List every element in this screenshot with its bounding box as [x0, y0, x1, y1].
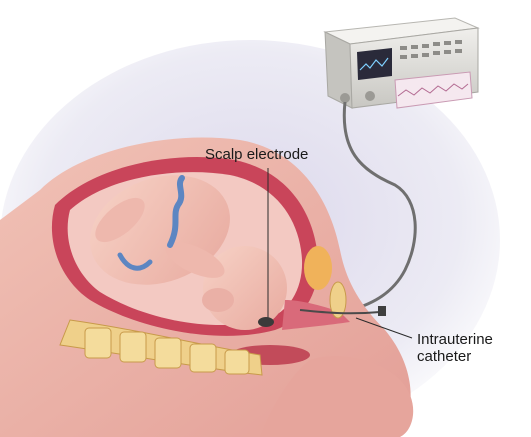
- scalp-electrode-label: Scalp electrode: [205, 146, 308, 163]
- scalp-electrode: [258, 317, 274, 327]
- fetal-monitor: [325, 18, 478, 108]
- catheter-connector: [378, 306, 386, 316]
- connector-left: [340, 93, 350, 103]
- monitor-screen: [357, 48, 392, 80]
- intrauterine-label-line2: catheter: [417, 348, 493, 365]
- connector-right: [365, 91, 375, 101]
- fetal-face: [202, 288, 234, 312]
- bladder: [304, 246, 332, 290]
- intrauterine-label-line1: Intrauterine: [417, 331, 493, 348]
- intrauterine-catheter-label: Intrauterine catheter: [417, 331, 493, 365]
